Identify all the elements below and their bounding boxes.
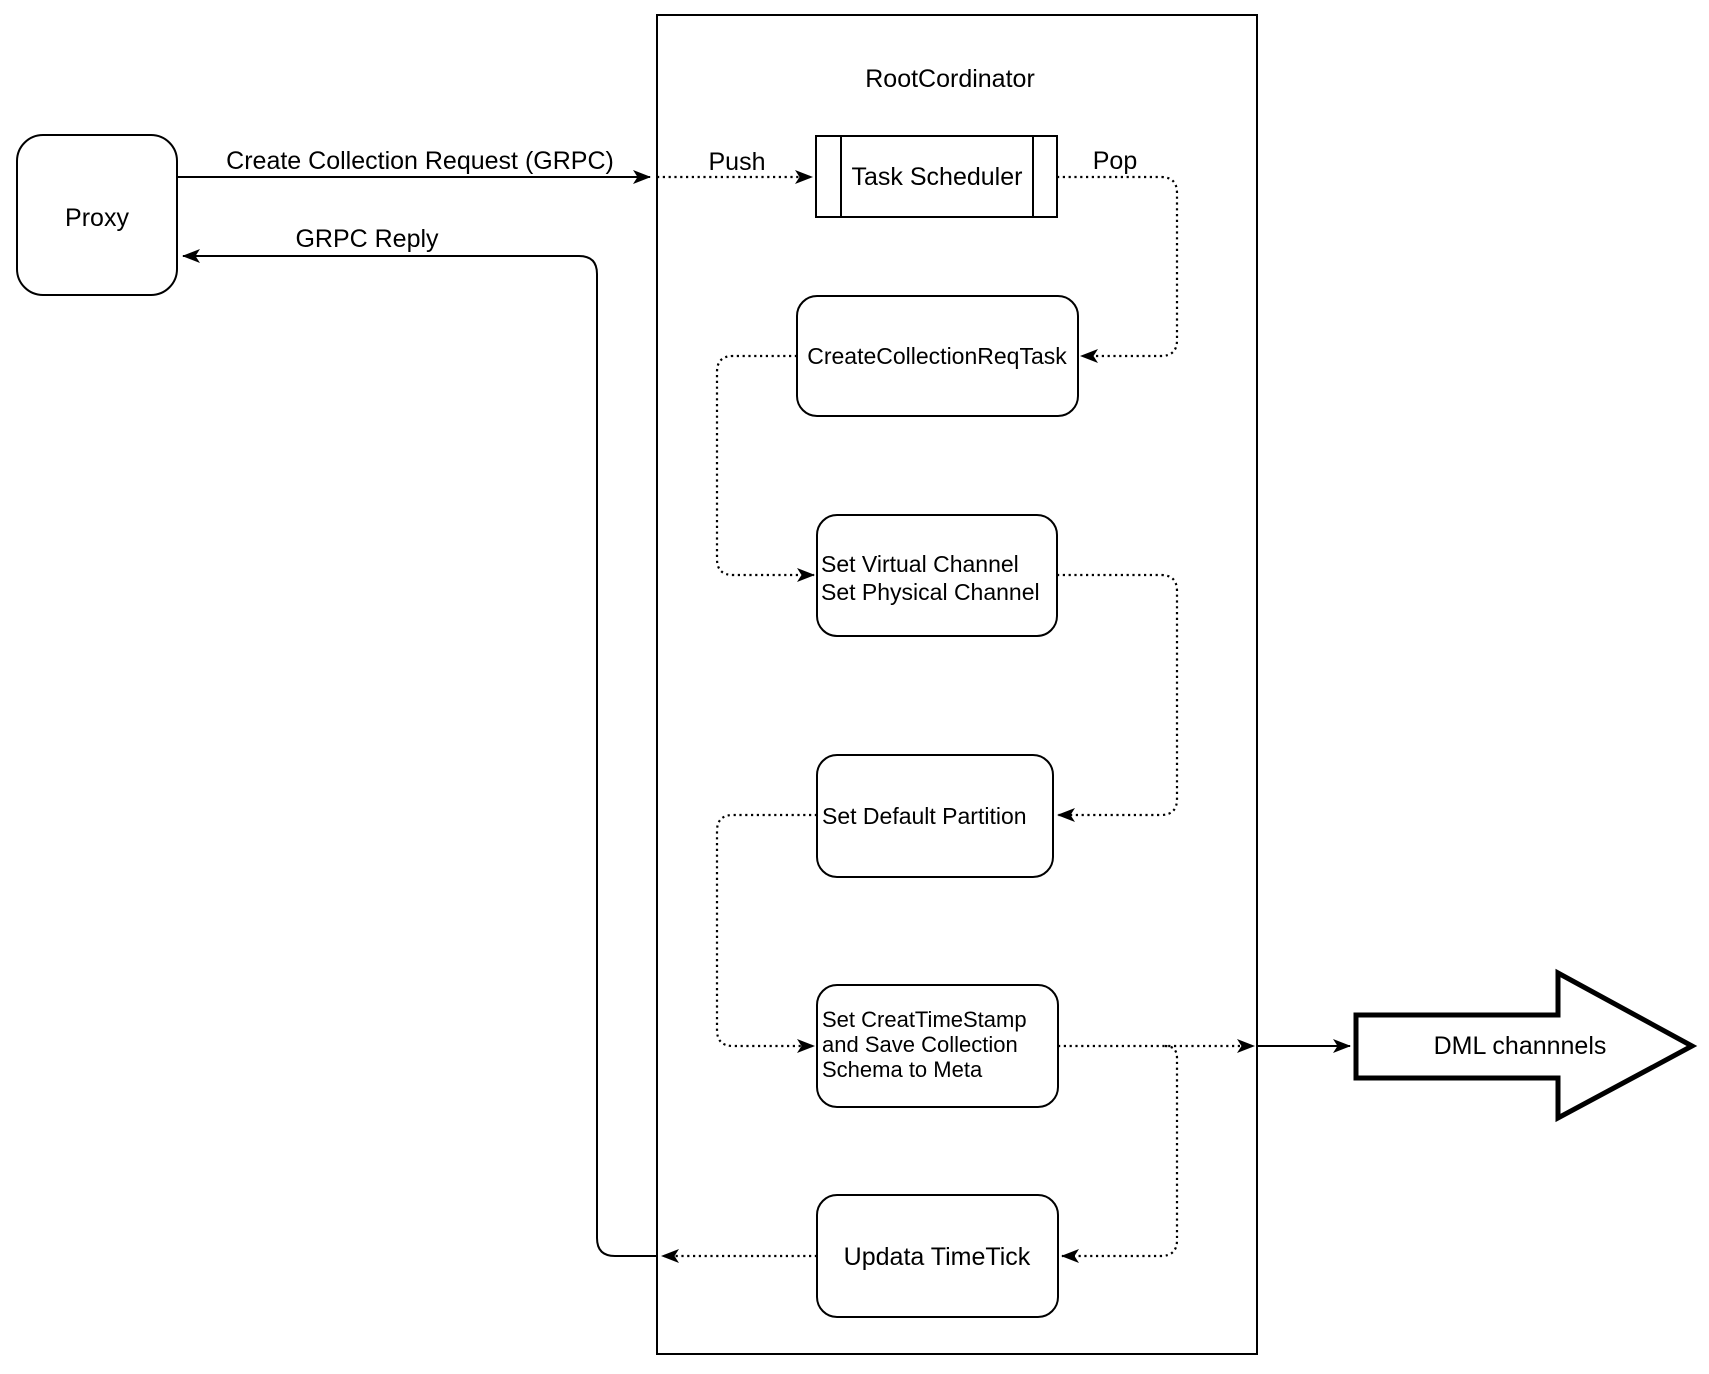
nodes: Proxy RootCordinator Task Scheduler Crea… — [16, 14, 1698, 1355]
rootcoordinator-container — [656, 14, 1258, 1355]
set-create-timestamp-label-line1: Set CreatTimeStamp — [822, 1007, 1027, 1032]
set-create-timestamp-node — [816, 984, 1059, 1108]
create-collection-req-task-node — [796, 295, 1079, 417]
edge-set-partition-to-set-timestamp — [715, 813, 817, 1053]
edge-set-channels-to-set-partition — [1057, 573, 1179, 822]
task-scheduler-node — [815, 135, 1058, 218]
create-request-edge-label: Create Collection Request (GRPC) — [226, 147, 614, 175]
set-create-timestamp-label-line3: Schema to Meta — [822, 1057, 983, 1082]
task-scheduler-label: Task Scheduler — [852, 163, 1023, 191]
dml-channels-label: DML channnels — [1434, 1032, 1607, 1060]
edge-pop-to-create-task — [1057, 175, 1179, 363]
edge-grpc-reply — [182, 249, 657, 1257]
set-channels-label-line1: Set Virtual Channel — [821, 551, 1019, 577]
set-default-partition-node — [816, 754, 1054, 878]
grpc-reply-edge-label: GRPC Reply — [295, 225, 439, 253]
rootcoordinator-title: RootCordinator — [865, 65, 1035, 93]
update-timetick-label: Updata TimeTick — [844, 1243, 1031, 1271]
edges — [177, 170, 1351, 1263]
create-collection-req-task-label: CreateCollectionReqTask — [807, 343, 1067, 369]
proxy-label: Proxy — [65, 204, 129, 232]
pop-edge-label: Pop — [1093, 147, 1137, 175]
update-timetick-node — [816, 1194, 1059, 1318]
push-edge-label: Push — [709, 148, 766, 176]
edge-labels: Create Collection Request (GRPC) GRPC Re… — [226, 147, 1137, 253]
edge-set-timestamp-to-timetick — [1061, 1044, 1179, 1263]
dml-channels-arrow — [1353, 968, 1698, 1123]
set-default-partition-label: Set Default Partition — [822, 803, 1027, 829]
proxy-node — [16, 134, 178, 296]
edge-create-task-to-set-channels — [715, 354, 815, 582]
set-create-timestamp-label-line2: and Save Collection — [822, 1032, 1018, 1057]
set-channels-label-line2: Set Physical Channel — [821, 579, 1040, 605]
set-channels-node — [816, 514, 1058, 637]
